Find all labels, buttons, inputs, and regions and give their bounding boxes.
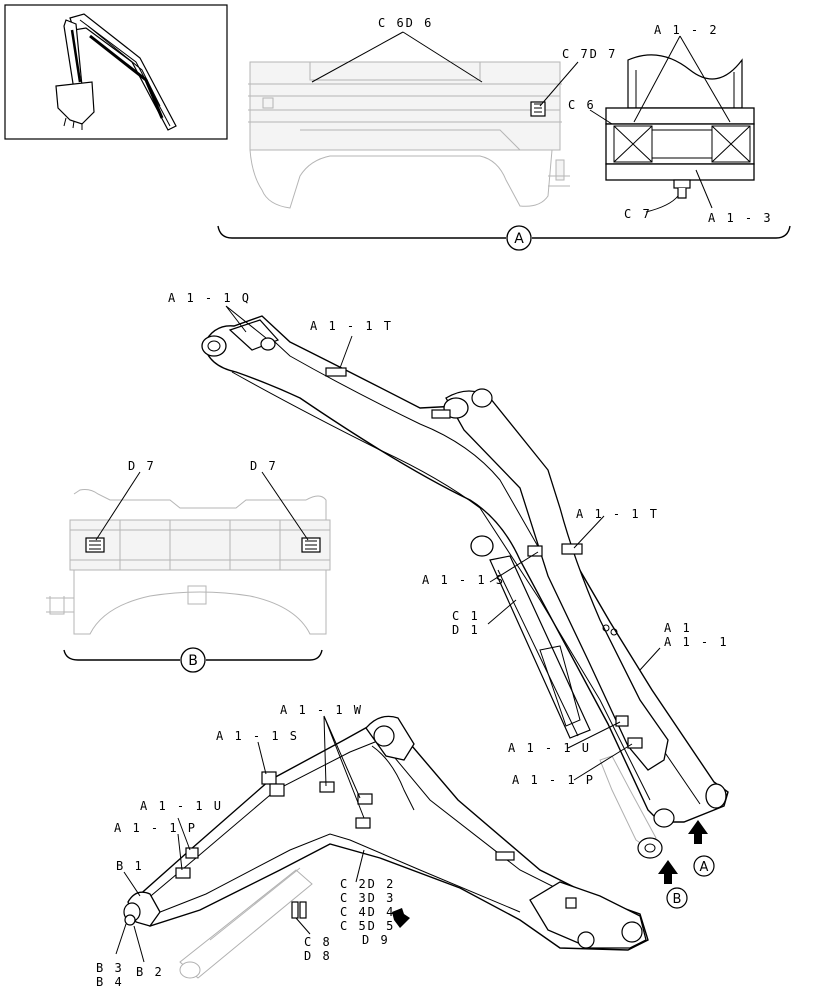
label-b2: B 2: [136, 965, 164, 979]
detail-b-view: B D 7 D 7: [46, 459, 331, 673]
label-c4d4: C 4D 4: [340, 905, 395, 919]
label-a1-1s-lower: A 1 - 1 S: [216, 729, 299, 743]
arrow-b-icon: [658, 860, 678, 884]
label-a1-3: A 1 - 3: [708, 211, 773, 225]
label-a1-1u-lower: A 1 - 1 U: [140, 799, 223, 813]
label-c3d3: C 3D 3: [340, 891, 395, 905]
label-a1-1q: A 1 - 1 Q: [168, 291, 251, 305]
label-b1: B 1: [116, 859, 144, 873]
label-a1-1: A 1 - 1: [664, 635, 729, 649]
label-a1-1t-mid: A 1 - 1 T: [576, 507, 659, 521]
detail-b-marker: B: [188, 653, 198, 669]
label-a1-1s-upper: A 1 - 1 S: [422, 573, 505, 587]
arrow-a-icon: [688, 820, 708, 844]
detail-a-view: A C 6D 6 C 7D 7: [217, 16, 791, 251]
label-a1-1t-top: A 1 - 1 T: [310, 319, 393, 333]
label-d7-right: D 7: [250, 459, 278, 473]
label-c5d5: C 5D 5: [340, 919, 395, 933]
label-c6: C 6: [568, 98, 596, 112]
label-c1: C 1: [452, 609, 480, 623]
arm-assembly-lower: A 1 - 1 W A 1 - 1 S A 1 - 1 U A 1 - 1 P …: [96, 703, 649, 989]
label-d9: D 9: [362, 933, 390, 947]
label-c6d6: C 6D 6: [378, 16, 433, 30]
detail-a-marker: A: [514, 231, 524, 247]
label-c2d2: C 2D 2: [340, 877, 395, 891]
arrow-a-marker: A: [700, 860, 709, 875]
label-a1-1u-upper: A 1 - 1 U: [508, 741, 591, 755]
label-d8: D 8: [304, 949, 332, 963]
label-b3: B 3: [96, 961, 124, 975]
excavator-thumbnail: [4, 4, 228, 140]
label-a1: A 1: [664, 621, 692, 635]
label-a1-1p-lower: A 1 - 1 P: [114, 821, 197, 835]
label-d1: D 1: [452, 623, 480, 637]
label-d7-left: D 7: [128, 459, 156, 473]
arm-assembly-upper: A 1 - 1 Q A 1 - 1 T A 1 - 1 T A 1 - 1 S …: [168, 291, 729, 909]
label-a1-1p-upper: A 1 - 1 P: [512, 773, 595, 787]
label-c7d7: C 7D 7: [562, 47, 617, 61]
label-c8: C 8: [304, 935, 332, 949]
label-b4: B 4: [96, 975, 124, 989]
arrow-b-marker: B: [673, 892, 682, 907]
label-a1-1w: A 1 - 1 W: [280, 703, 363, 717]
detail-a-cross-section: A 1 - 2 C 6 C 7 A 1 - 3: [568, 23, 773, 225]
label-a1-2: A 1 - 2: [654, 23, 719, 37]
label-c7: C 7: [624, 207, 652, 221]
